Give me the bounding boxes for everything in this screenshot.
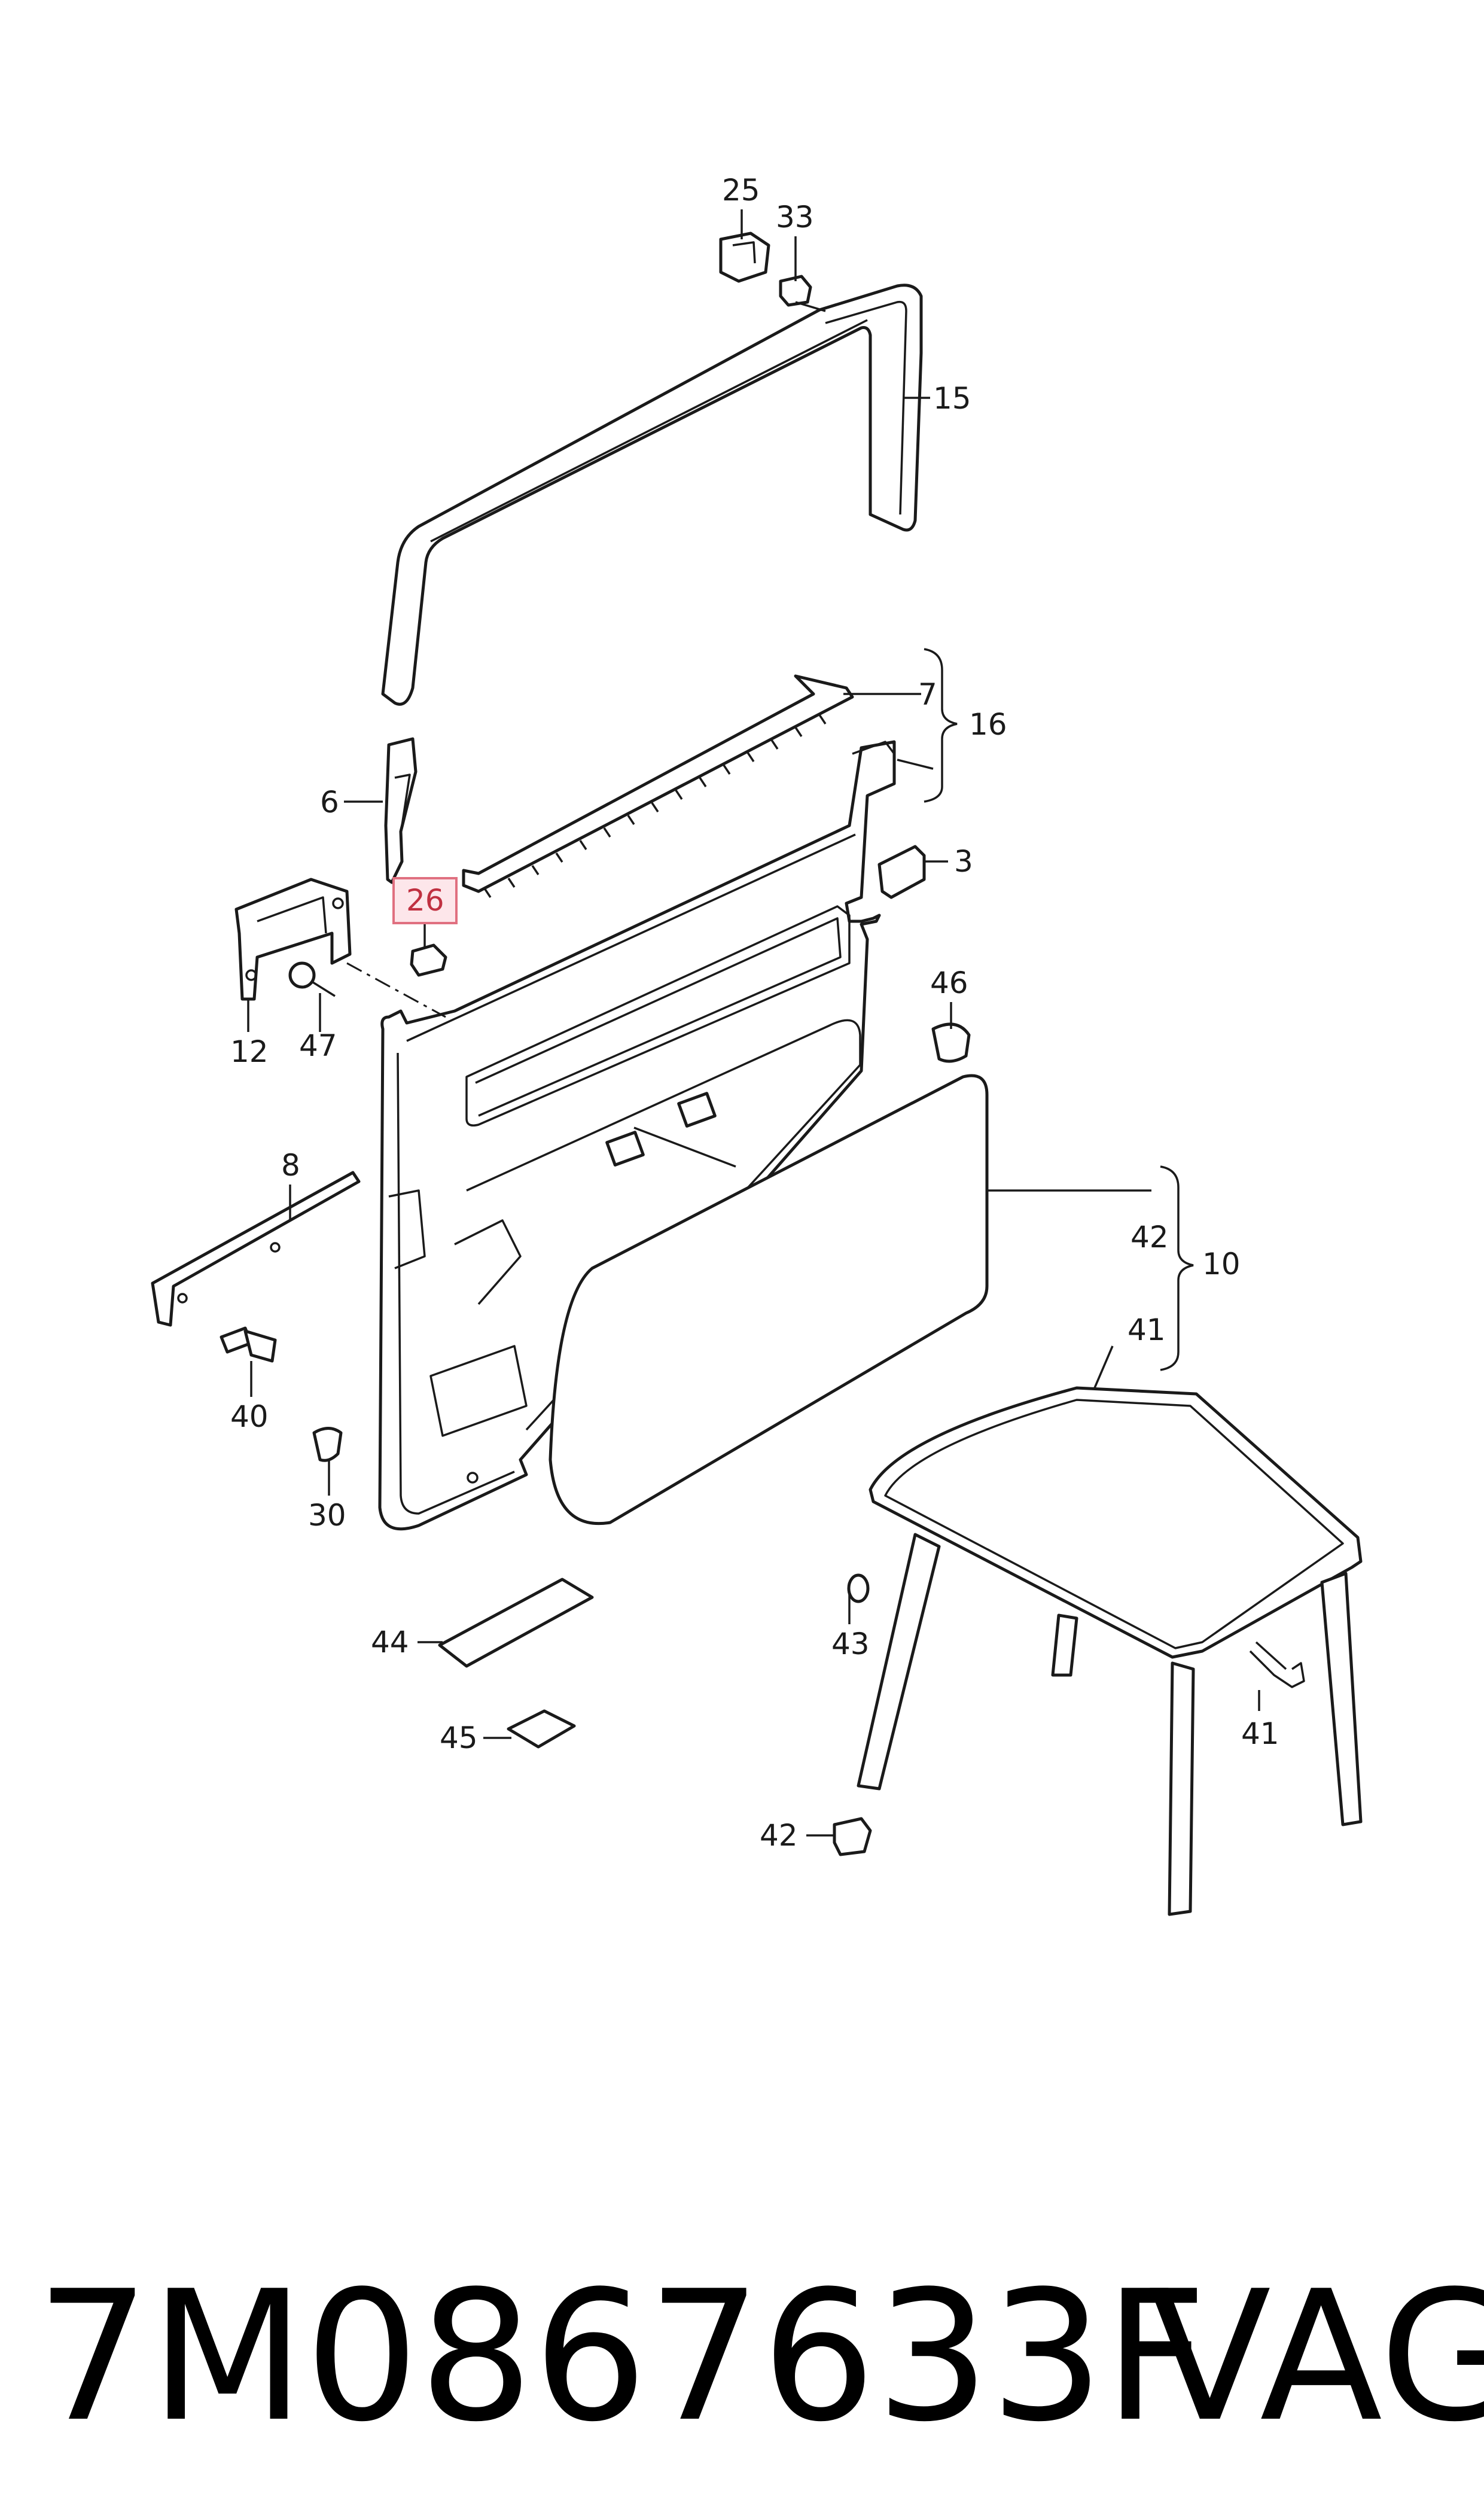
callout-44: 44 bbox=[371, 1625, 409, 1660]
part-45-label bbox=[507, 1709, 576, 1749]
door-trim-panel bbox=[378, 740, 896, 1531]
part-41-table-top bbox=[857, 1386, 1363, 1916]
callout-30: 30 bbox=[308, 1498, 346, 1533]
callout-41b: 41 bbox=[1241, 1716, 1279, 1751]
callout-7: 7 bbox=[918, 677, 937, 712]
part-42-pocket-panel bbox=[548, 1074, 989, 1526]
part-47-push-pin bbox=[288, 961, 336, 997]
callouts: 25 33 15 7 16 6 26 3 12 47 46 8 42 10 41… bbox=[230, 173, 1279, 1853]
callout-47: 47 bbox=[299, 1028, 337, 1063]
callout-3: 3 bbox=[954, 844, 973, 879]
callout-26: 26 bbox=[406, 883, 444, 918]
part-33-connector bbox=[779, 275, 812, 307]
part-3-cover bbox=[877, 845, 926, 899]
part-30-clip bbox=[312, 1427, 343, 1462]
part-44-sheet bbox=[438, 1578, 594, 1668]
callout-33: 33 bbox=[776, 200, 814, 235]
part-15-window-seal bbox=[381, 284, 923, 706]
part-26-clip bbox=[410, 943, 447, 977]
part-6-pillar-trim bbox=[384, 737, 418, 884]
part-number: 7M0867633F bbox=[36, 2252, 1208, 2461]
part-42-clip bbox=[833, 1817, 872, 1856]
callout-8: 8 bbox=[281, 1148, 300, 1183]
callout-16: 16 bbox=[969, 707, 1007, 742]
part-43-cap bbox=[847, 1573, 870, 1603]
part-40-screw bbox=[220, 1326, 277, 1363]
part-25-clip bbox=[719, 232, 770, 283]
part-8-strip bbox=[151, 1171, 361, 1327]
callout-10: 10 bbox=[1202, 1247, 1241, 1281]
part-caption: 7M0867633F VAG bbox=[24, 2231, 1484, 2483]
part-12-bracket bbox=[234, 878, 352, 1001]
part-26-mount-line bbox=[346, 962, 446, 1018]
callout-45: 45 bbox=[440, 1721, 478, 1755]
callout-42b: 42 bbox=[760, 1818, 798, 1853]
leader-lines bbox=[247, 209, 1260, 1837]
callout-42a: 42 bbox=[1130, 1220, 1169, 1255]
callout-6: 6 bbox=[320, 785, 339, 820]
callout-46: 46 bbox=[930, 966, 968, 1000]
part-7-upper-strip bbox=[462, 674, 854, 898]
callout-12: 12 bbox=[230, 1034, 269, 1069]
brand-name: VAG bbox=[1148, 2252, 1484, 2461]
callout-43: 43 bbox=[831, 1627, 870, 1661]
part-46-clip bbox=[931, 1022, 971, 1063]
callout-15: 15 bbox=[933, 381, 971, 416]
callout-41a: 41 bbox=[1128, 1313, 1166, 1347]
callout-25: 25 bbox=[722, 173, 760, 208]
callout-40: 40 bbox=[230, 1399, 269, 1434]
callout-26-highlight bbox=[392, 877, 458, 924]
